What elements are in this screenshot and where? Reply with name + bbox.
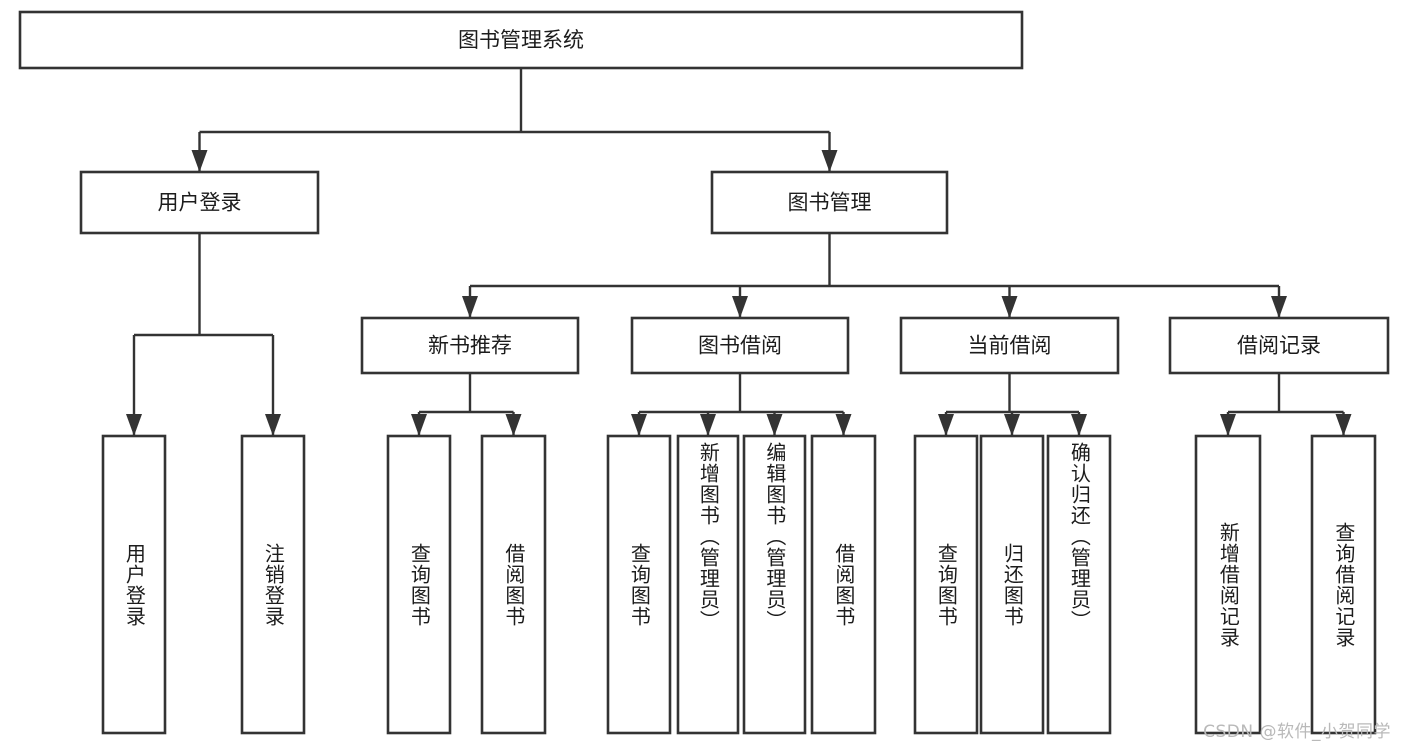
node-box-user-login[interactable] [79,170,320,235]
node-box-leaf-add-record[interactable] [1194,434,1262,735]
arrow-head-icon [1335,414,1352,436]
node-box-leaf-logout[interactable] [240,434,306,735]
node-box-leaf-edit-book[interactable] [742,434,807,735]
arrow-head-icon [411,414,427,436]
node-label: 当前借阅 [968,334,1052,358]
arrow-head-icon [265,414,281,436]
node-box-leaf-query-book-3[interactable] [913,434,979,735]
arrow-head-icon [631,414,647,436]
node-label: 新书推荐 [428,334,512,358]
node-box-leaf-borrow-book-2[interactable] [810,434,877,735]
watermark-text: CSDN @软件_小贺同学 [1203,722,1391,742]
node-label: 用户登录 [158,191,242,215]
arrow-head-icon [732,296,748,318]
arrow-head-icon [1071,414,1087,436]
node-box-root[interactable] [18,10,1024,70]
node-box-leaf-query-book-2[interactable] [606,434,672,735]
arrow-head-icon [191,150,208,172]
arrow-head-icon [1004,414,1020,436]
node-box-leaf-return-book[interactable] [979,434,1045,735]
connector-layer [126,68,1352,436]
arrow-head-icon [835,414,852,436]
node-box-book-manage[interactable] [710,170,949,235]
node-label: 图书管理系统 [458,28,584,52]
node-box-leaf-borrow-book-1[interactable] [480,434,547,735]
node-box-leaf-query-record[interactable] [1310,434,1377,735]
node-label: 图书管理 [788,191,872,215]
node-box-leaf-add-book[interactable] [676,434,740,735]
arrow-head-icon [821,150,838,172]
node-box-current-borrow[interactable] [899,316,1120,375]
arrow-head-icon [505,414,522,436]
node-label: 图书借阅 [698,334,782,358]
node-box-book-borrow[interactable] [630,316,850,375]
arrow-head-icon [700,414,716,436]
arrow-head-icon [938,414,954,436]
arrow-head-icon [1271,296,1287,318]
node-box-leaf-query-book-1[interactable] [386,434,452,735]
arrow-head-icon [766,414,783,436]
arrow-head-icon [462,296,478,318]
node-box-borrow-record[interactable] [1168,316,1390,375]
arrow-head-icon [1220,414,1236,436]
node-box-leaf-user-login[interactable] [101,434,167,735]
arrow-head-icon [1001,296,1018,318]
arrow-head-icon [126,414,142,436]
node-label: 借阅记录 [1237,334,1321,358]
node-box-leaf-confirm-return[interactable] [1046,434,1112,735]
node-box-new-book-rec[interactable] [360,316,580,375]
